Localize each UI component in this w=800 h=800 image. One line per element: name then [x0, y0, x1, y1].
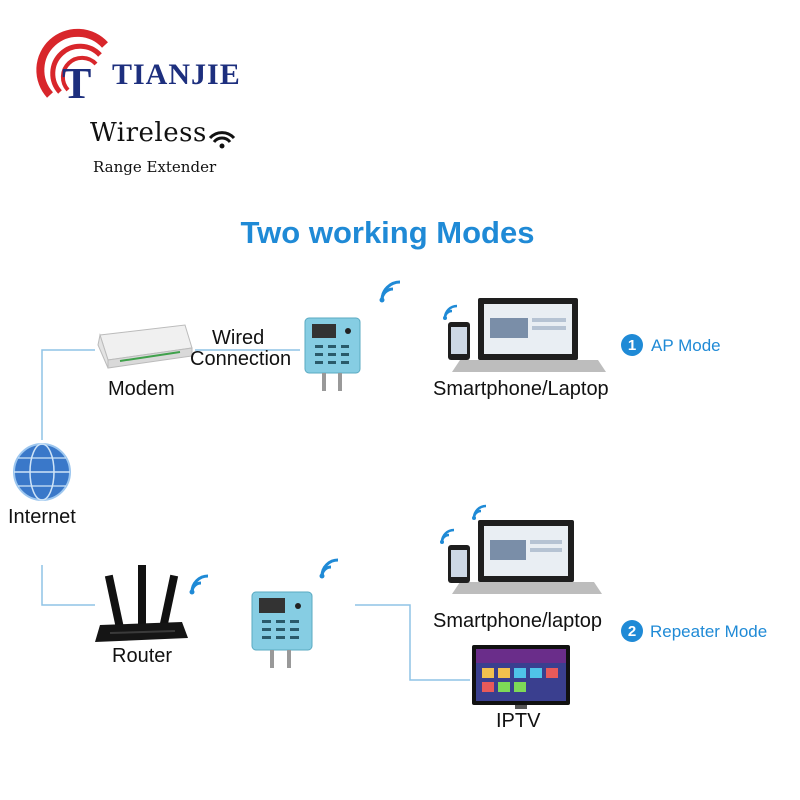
laptop-phone-top-icon: [448, 298, 606, 372]
internet-globe-icon: [13, 443, 71, 501]
headline: Two working Modes: [240, 215, 535, 250]
label-wired: Wired: [212, 327, 265, 349]
label-modem: Modem: [108, 378, 175, 400]
brand-name: TIANJIE: [112, 58, 241, 91]
mode-1-badge: 1: [621, 334, 643, 356]
extender-device-ap-icon: [304, 317, 361, 391]
wifi-signal-icon: [319, 558, 339, 579]
line-modem-internet: [41, 349, 95, 440]
line-internet-router: [41, 565, 95, 606]
laptop-phone-bottom-icon: [448, 520, 602, 594]
line-extender-devices: [355, 604, 470, 681]
tagline-wireless: Wireless: [90, 118, 207, 148]
label-devices-bottom: Smartphone/laptop: [433, 610, 603, 632]
tagline-range-extender: Range Extender: [93, 158, 217, 176]
wifi-signal-icon: [440, 528, 455, 544]
wifi-signal-icon: [472, 504, 487, 520]
mode-1-label: AP Mode: [651, 336, 721, 355]
mode-2-badge: 2: [621, 620, 643, 642]
iptv-tv-icon: [472, 645, 570, 709]
tagline-wifi-icon: [208, 131, 236, 149]
label-iptv: IPTV: [496, 710, 541, 732]
router-icon: [95, 565, 188, 642]
modem-icon: [97, 324, 193, 369]
connection-lines: [41, 349, 470, 681]
label-connection: Connection: [190, 348, 292, 370]
mode-2-label: Repeater Mode: [650, 622, 768, 641]
wifi-signal-icon: [443, 304, 458, 320]
brand-logo-icon: T: [36, 28, 108, 108]
label-internet: Internet: [8, 506, 76, 528]
wifi-signal-icon: [189, 574, 209, 595]
svg-text:T: T: [62, 59, 91, 108]
extender-device-repeater-icon: [251, 591, 313, 668]
label-router: Router: [112, 645, 173, 667]
label-devices-top: Smartphone/Laptop: [433, 378, 609, 400]
wifi-signal-icon: [379, 280, 401, 303]
